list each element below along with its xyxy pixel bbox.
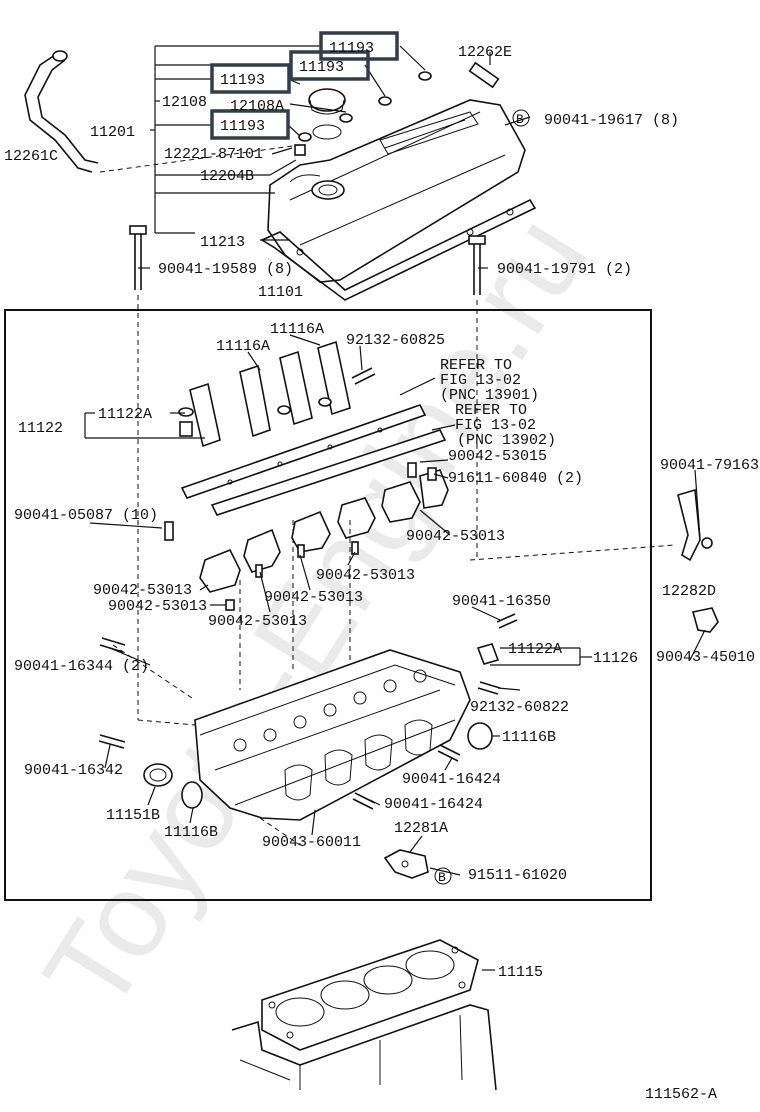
refer1-line1: REFER TO: [440, 357, 512, 374]
highlight-11193-a: [319, 31, 399, 61]
label-91511-61020: 91511-61020: [468, 867, 567, 884]
diagram-code: 111562-A: [645, 1086, 717, 1103]
label-90042-53013-d: 90042-53013: [264, 589, 363, 606]
refer2-line2: FIG 13-02: [455, 417, 536, 434]
valve-cover: [267, 99, 526, 283]
label-90042-53013-c: 90042-53013: [93, 582, 192, 599]
label-11115: 11115: [498, 964, 543, 981]
label-11201: 11201: [90, 124, 135, 141]
main-labels: 11116A 11116A 92132-60825 REFER TO FIG 1…: [14, 321, 759, 885]
oil-filler-cap: [308, 88, 346, 112]
highlight-11193-d: [210, 109, 290, 140]
label-11213: 11213: [200, 234, 245, 251]
label-11193-c: 11193: [220, 72, 265, 89]
valve-cover-gasket: [260, 198, 537, 301]
refer2-line1: REFER TO: [455, 402, 527, 419]
mark-b2: B: [438, 870, 446, 885]
top-labels: 11193 11193 11193 11193 12262E 12108 121…: [4, 40, 679, 301]
refer1-line3: (PNC 13901): [440, 387, 539, 404]
label-90041-16344: 90041-16344 (2): [14, 658, 149, 675]
label-90041-19791: 90041-19791 (2): [497, 261, 632, 278]
label-92132-60822: 92132-60822: [470, 699, 569, 716]
engine-hanger-12281A: [383, 849, 429, 879]
label-12282D: 12282D: [662, 583, 716, 600]
label-12108: 12108: [162, 94, 207, 111]
label-90041-05087: 90041-05087 (10): [14, 507, 158, 524]
label-12204B: 12204B: [200, 168, 254, 185]
sensor-90043-45010: [692, 607, 719, 633]
camshaft-2: [210, 429, 447, 516]
plug-11116B-left: [181, 781, 203, 809]
label-12281A: 12281A: [394, 820, 448, 837]
refer1-line2: FIG 13-02: [440, 372, 521, 389]
label-11116B-b: 11116B: [164, 824, 218, 841]
label-11116A-a: 11116A: [270, 321, 324, 338]
label-92132-60825: 92132-60825: [346, 332, 445, 349]
label-91611-60840: 91611-60840 (2): [448, 470, 583, 487]
label-12108A: 12108A: [230, 98, 284, 115]
head-gasket-group: 11115: [231, 939, 543, 1091]
label-90042-53013-b: 90042-53013: [316, 567, 415, 584]
valve-cover-group: [24, 50, 537, 720]
highlight-11193-b: [289, 50, 370, 81]
head-internals: [98, 340, 518, 810]
label-90042-53013-e: 90042-53013: [108, 598, 207, 615]
label-90041-19589: 90041-19589 (8): [158, 261, 293, 278]
leader-lines-top: [138, 45, 531, 269]
seal-11151B: [143, 763, 173, 787]
label-12262E: 12262E: [458, 44, 512, 61]
label-12261C: 12261C: [4, 148, 58, 165]
label-11193-a: 11193: [329, 40, 374, 57]
label-11193-b: 11193: [299, 59, 344, 76]
label-11101: 11101: [258, 284, 303, 301]
label-90042-53013-a: 90042-53013: [406, 528, 505, 545]
label-11122A-a: 11122A: [98, 406, 152, 423]
label-90042-53013-f: 90042-53013: [208, 613, 307, 630]
label-90041-16424-a: 90041-16424: [402, 771, 501, 788]
engine-hanger-12282D: [677, 488, 701, 562]
breather-hose: [24, 54, 93, 173]
highlight-boxes: [210, 31, 399, 140]
cylinder-head: [112, 520, 676, 846]
label-12221: 12221-87101: [164, 146, 263, 163]
label-90041-19617: 90041-19617 (8): [544, 112, 679, 129]
refer2-line3: (PNC 13902): [457, 432, 556, 449]
circle-mark-b1: [512, 109, 530, 127]
label-11122: 11122: [18, 420, 63, 437]
mark-b1: B: [516, 112, 524, 127]
label-90043-60011: 90043-60011: [262, 834, 361, 851]
leader-lines-main: [84, 334, 706, 876]
highlight-11193-c: [210, 63, 291, 94]
label-90041-79163: 90041-79163: [660, 457, 759, 474]
head-gasket: [261, 939, 479, 1051]
assembly-frame: [4, 309, 652, 901]
label-90041-16342: 90041-16342: [24, 762, 123, 779]
camshaft-1: [180, 404, 427, 499]
label-11116A-b: 11116A: [216, 338, 270, 355]
label-90043-45010: 90043-45010: [656, 649, 755, 666]
label-11126: 11126: [593, 650, 638, 667]
label-90041-16350: 90041-16350: [452, 593, 551, 610]
label-11122A-b: 11122A: [508, 641, 562, 658]
label-11116B-a: 11116B: [502, 729, 556, 746]
label-11193-d: 11193: [220, 118, 265, 135]
label-11151B: 11151B: [106, 807, 160, 824]
label-90042-53015: 90042-53015: [448, 448, 547, 465]
label-90041-16424-b: 90041-16424: [384, 796, 483, 813]
circle-mark-b2: [434, 867, 452, 885]
plug-11116B-right: [467, 722, 493, 750]
